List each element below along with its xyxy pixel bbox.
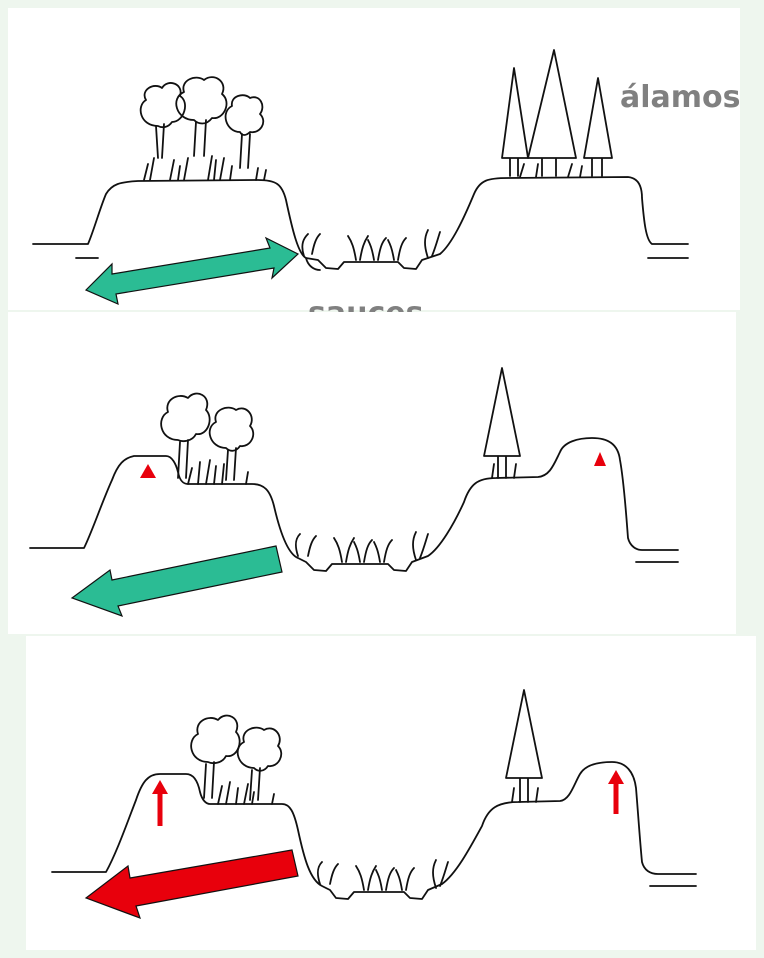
terrain-profile bbox=[30, 438, 678, 571]
round-tree-1 bbox=[161, 394, 210, 478]
round-tree-1 bbox=[141, 83, 185, 158]
willows bbox=[318, 860, 448, 890]
bank-rise-arrow-right bbox=[608, 770, 624, 814]
stage-1-panel: álamos sauces bbox=[8, 8, 740, 310]
bank-rise-marker-right bbox=[594, 452, 606, 466]
poplar-3 bbox=[584, 78, 612, 176]
stage-3-drawing bbox=[26, 636, 756, 950]
stage-1-drawing bbox=[8, 8, 740, 310]
bidirectional-green-arrow bbox=[86, 238, 298, 304]
undergrowth bbox=[218, 782, 274, 804]
poplar-undergrowth bbox=[520, 164, 582, 177]
undergrowth bbox=[188, 460, 248, 484]
stage-2-drawing bbox=[8, 312, 736, 634]
alamos-label: álamos bbox=[620, 80, 741, 115]
willows bbox=[296, 532, 428, 562]
bank-rise-marker-left bbox=[140, 464, 156, 478]
round-tree-2 bbox=[176, 77, 226, 156]
round-tree-2 bbox=[238, 728, 282, 800]
poplar-1 bbox=[484, 368, 520, 478]
poplar-undergrowth bbox=[492, 464, 516, 478]
poplar-2 bbox=[528, 50, 576, 176]
round-tree-3 bbox=[226, 95, 264, 168]
poplar-1 bbox=[502, 68, 528, 176]
willows bbox=[302, 230, 440, 260]
stage-3-panel bbox=[26, 636, 756, 950]
poplar-undergrowth bbox=[512, 788, 538, 802]
stage-2-panel bbox=[8, 312, 736, 634]
left-green-arrow bbox=[72, 546, 282, 616]
left-red-arrow bbox=[86, 850, 298, 918]
bank-rise-arrow-left bbox=[152, 780, 168, 826]
poplar-1 bbox=[506, 690, 542, 802]
